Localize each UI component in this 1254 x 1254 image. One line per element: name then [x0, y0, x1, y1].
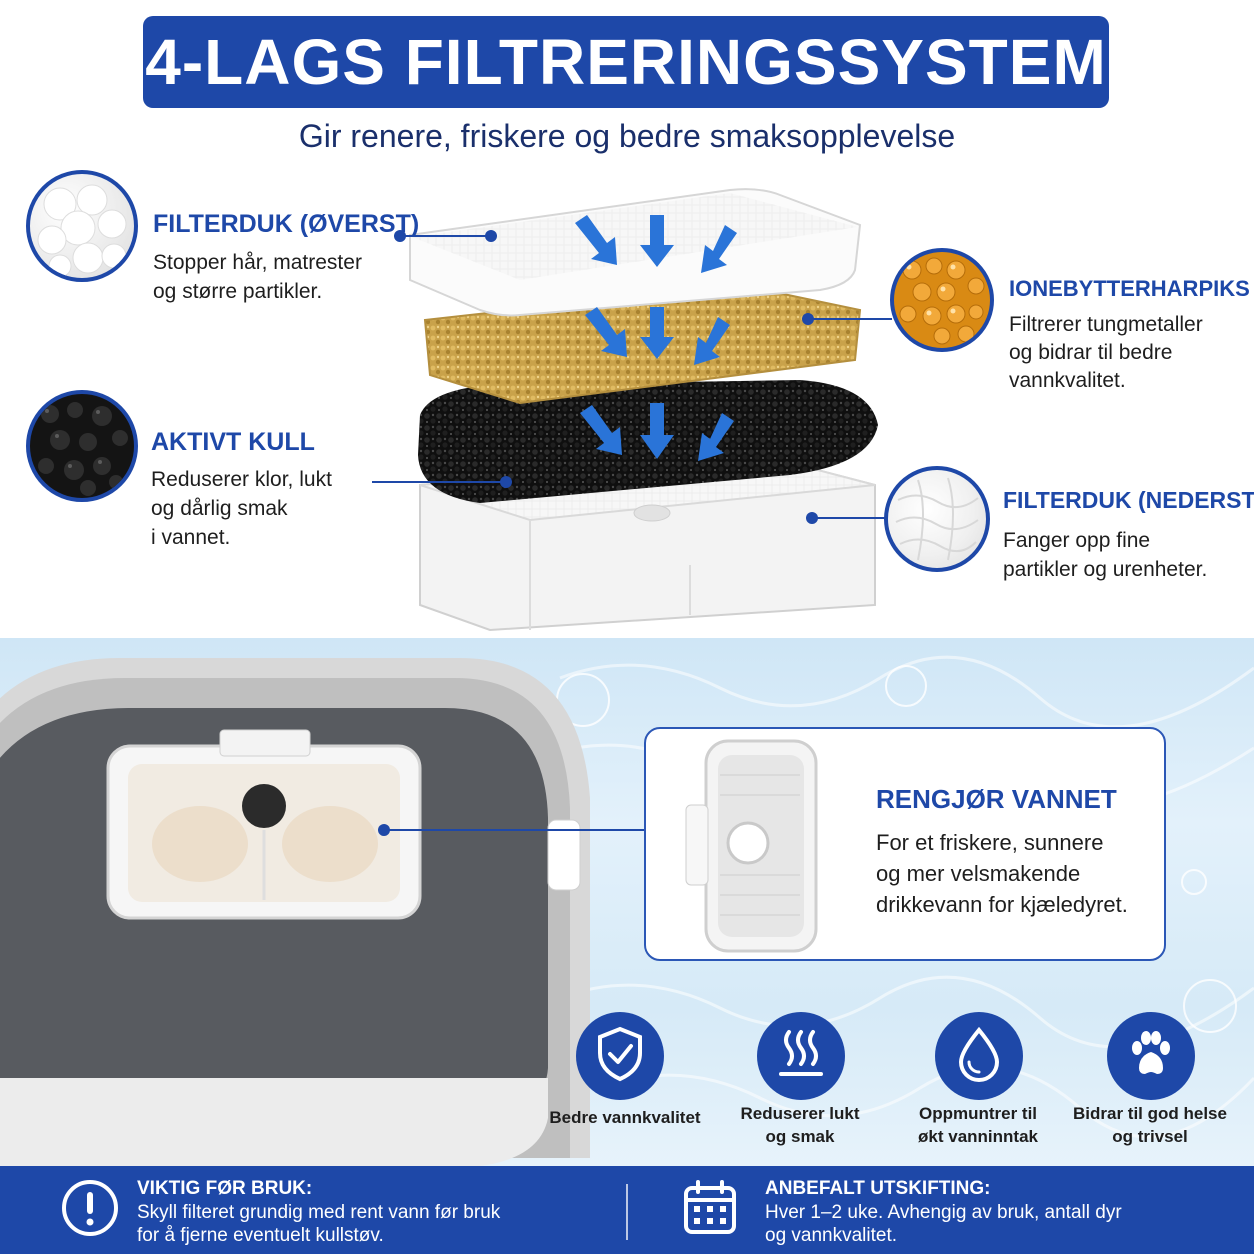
odor-steam-icon [775, 1026, 827, 1087]
fountain-bowl-illustration [0, 658, 590, 1166]
clean-leader [384, 829, 646, 831]
page-title: 4-LAGS FILTRERINGSSYSTEM [145, 26, 1107, 98]
clean-line1: For et friskere, sunnere [876, 830, 1104, 855]
carbon-granules-thumbnail [26, 390, 138, 502]
clean-water-card: RENGJØR VANNET For et friskere, sunnere … [644, 727, 1166, 961]
replace-title: ANBEFALT UTSKIFTING: [765, 1178, 991, 1199]
resin-line1: Filtrerer tungmetaller [1009, 313, 1203, 336]
bottom-cloth-line1: Fanger opp fine [1003, 529, 1151, 552]
cotton-balls-thumbnail [26, 170, 138, 282]
carbon-title: AKTIVT KULL [151, 428, 315, 456]
benefit-badge-odor [757, 1012, 845, 1100]
benefit-badge-intake [935, 1012, 1023, 1100]
carbon-leader-end [500, 476, 512, 488]
top-cloth-title: FILTERDUK (ØVERST) [153, 210, 420, 238]
calendar-icon [680, 1178, 740, 1243]
carbon-line3: i vannet. [151, 526, 231, 549]
resin-line3: vannkvalitet. [1009, 369, 1126, 392]
clean-line3: drikkevann for kjæledyret. [876, 892, 1128, 917]
top-cloth-line2: og større partikler. [153, 280, 323, 303]
page-subtitle: Gir renere, friskere og bedre smaksopple… [298, 118, 956, 154]
bottom-fiber-thumbnail [884, 466, 990, 572]
flow-arrows [575, 215, 737, 461]
top-cloth-leader [400, 235, 490, 237]
resin-beads-thumbnail [890, 248, 994, 352]
footer-divider [626, 1184, 628, 1240]
footer-bar: VIKTIG FØR BRUK: Skyll filteret grundig … [0, 1166, 1254, 1254]
carbon-line1: Reduserer klor, lukt [151, 468, 332, 491]
top-cloth-line1: Stopper hår, matrester [153, 251, 362, 274]
bottom-cloth-title: FILTERDUK (NEDERST) [1003, 487, 1254, 513]
resin-line2: og bidrar til bedre [1009, 341, 1173, 364]
replace-line1: Hver 1–2 uke. Avhengig av bruk, antall d… [765, 1202, 1122, 1223]
benefit-label-1: Bedre vannkvalitet [549, 1108, 701, 1127]
top-cloth-leader-end [485, 230, 497, 242]
resin-title: IONEBYTTERHARPIKS [1009, 276, 1250, 301]
important-line2: for å fjerne eventuelt kullstøv. [137, 1225, 384, 1246]
carbon-leader [372, 481, 507, 483]
shield-check-icon [594, 1026, 646, 1087]
bottom-cloth-leader [812, 517, 886, 519]
important-title: VIKTIG FØR BRUK: [137, 1178, 313, 1199]
filter-cartridge-image [685, 739, 818, 953]
bottom-cloth-line2: partikler og urenheter. [1003, 558, 1208, 581]
paw-icon [1125, 1028, 1177, 1085]
water-drop-icon [953, 1026, 1005, 1087]
clean-title: RENGJØR VANNET [876, 784, 1117, 814]
resin-leader [808, 318, 892, 320]
filter-layers-illustration [409, 188, 878, 632]
carbon-line2: og dårlig smak [151, 497, 288, 520]
benefit-badge-health [1107, 1012, 1195, 1100]
clean-line2: og mer velsmakende [876, 861, 1081, 886]
benefit-badge-water-quality [576, 1012, 664, 1100]
title-banner: 4-LAGS FILTRERINGSSYSTEM [143, 16, 1109, 108]
replace-line2: og vannkvalitet. [765, 1225, 898, 1246]
exclamation-icon [60, 1178, 120, 1243]
important-line1: Skyll filteret grundig med rent vann før… [137, 1202, 501, 1223]
